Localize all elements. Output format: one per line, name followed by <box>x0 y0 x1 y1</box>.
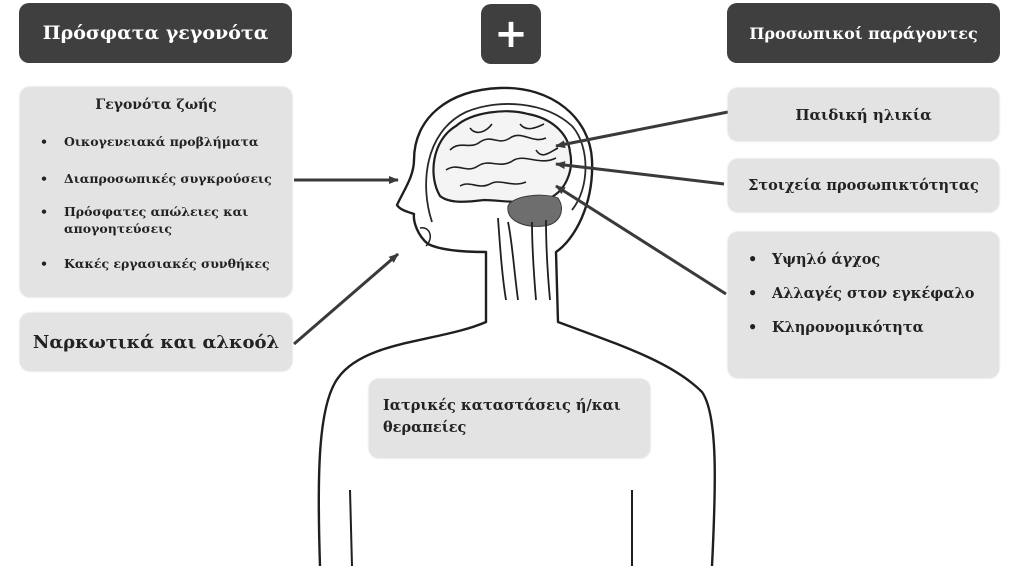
arrow-factors <box>555 184 727 296</box>
arrow-drugs <box>293 252 399 346</box>
medical-conditions-box: Ιατρικές καταστάσεις ή/και θεραπείες <box>369 379 650 458</box>
left-arm-line <box>349 489 353 567</box>
plus-box: + <box>481 4 541 64</box>
risk-factors-list: Υψηλό άγχος Αλλαγές στον εγκέφαλο Κληρον… <box>748 250 992 338</box>
risk-factors-box: Υψηλό άγχος Αλλαγές στον εγκέφαλο Κληρον… <box>728 232 999 378</box>
life-events-list: Οικογενειακά προβλήματα Διαπροσωπικές συ… <box>40 133 286 272</box>
brain-stem <box>497 217 551 301</box>
plus-icon: + <box>494 11 528 57</box>
personality-box: Στοιχεία προσωπικτότητας <box>728 159 999 212</box>
life-events-title: Γεγονότα ζωής <box>95 97 217 113</box>
life-event-item: Διαπροσωπικές συγκρούσεις <box>40 170 286 187</box>
risk-factor-item: Υψηλό άγχος <box>748 250 992 270</box>
personal-factors-title: Προσωπικοί παράγοντες <box>749 23 978 43</box>
head-inner-outline <box>425 103 587 223</box>
personality-label: Στοιχεία προσωπικτότητας <box>748 177 979 194</box>
risk-factor-item: Κληρονομικότητα <box>748 318 992 338</box>
arrow-childhood <box>555 110 729 149</box>
childhood-box: Παιδική ηλικία <box>728 88 999 141</box>
drugs-alcohol-label: Ναρκωτικά και αλκοόλ <box>32 331 280 353</box>
brain <box>432 110 573 204</box>
life-events-box: Γεγονότα ζωής Οικογενειακά προβλήματα Δι… <box>20 87 292 297</box>
ear <box>419 227 431 247</box>
brain-gyri <box>445 123 559 187</box>
recent-events-header: Πρόσφατα γεγονότα <box>19 3 292 63</box>
arrow-personality <box>555 161 725 186</box>
life-event-item: Κακές εργασιακές συνθήκες <box>40 255 286 272</box>
personal-factors-header: Προσωπικοί παράγοντες <box>727 3 1000 63</box>
cerebellum <box>507 194 562 227</box>
life-event-item: Πρόσφατες απώλειες και απογοητεύσεις <box>40 203 286 237</box>
drugs-alcohol-box: Ναρκωτικά και αλκοόλ <box>20 313 292 371</box>
risk-factor-item: Αλλαγές στον εγκέφαλο <box>748 284 992 304</box>
life-event-item: Οικογενειακά προβλήματα <box>40 133 286 150</box>
recent-events-title: Πρόσφατα γεγονότα <box>42 22 269 44</box>
human-silhouette <box>317 86 716 567</box>
childhood-label: Παιδική ηλικία <box>795 105 932 124</box>
medical-conditions-label: Ιατρικές καταστάσεις ή/και θεραπείες <box>383 397 621 436</box>
